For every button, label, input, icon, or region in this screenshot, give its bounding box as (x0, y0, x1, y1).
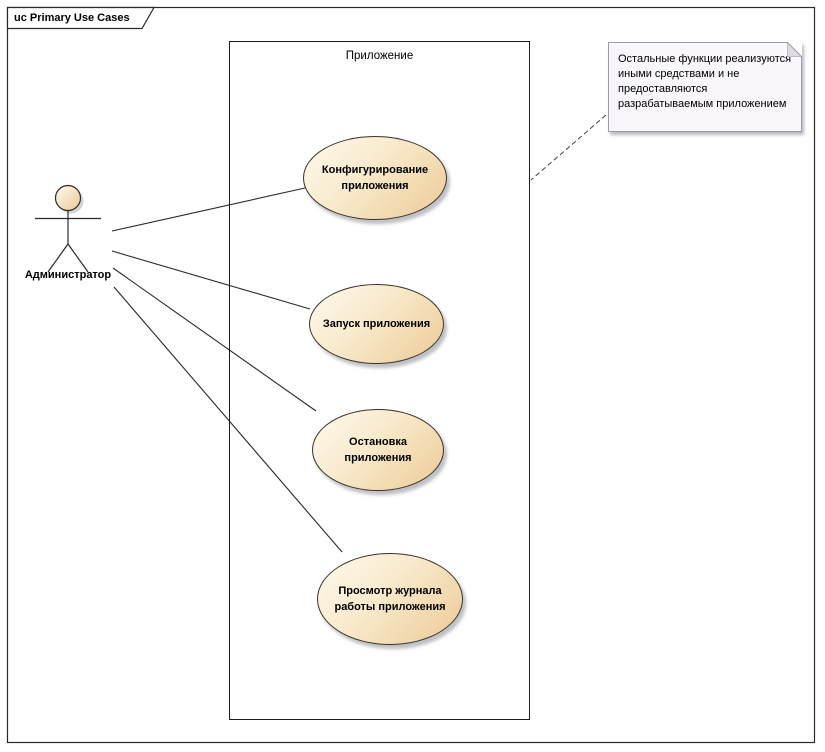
use-case-view-log[interactable]: Просмотр журнала работы приложения (317, 553, 463, 645)
association-line-stop[interactable] (112, 267, 317, 412)
association-line-view-log[interactable] (113, 286, 343, 553)
association-line-start[interactable] (111, 250, 311, 310)
use-case-label-line: работы приложения (334, 601, 446, 613)
actor-label: Администратор (24, 269, 112, 281)
use-case-label-line: приложения (341, 180, 409, 192)
actor-leg-right (67, 243, 89, 273)
note[interactable]: Остальные функции реализуются иными сред… (608, 42, 802, 132)
association-line-configure[interactable] (111, 187, 306, 232)
use-case-label-line: Конфигурирование (321, 164, 429, 176)
actor-figure[interactable] (35, 184, 101, 273)
use-case-label-line: Просмотр журнала (338, 585, 442, 597)
use-case-label-line: приложения (344, 452, 412, 464)
use-case-stop-app[interactable]: Остановка приложения (312, 409, 444, 491)
note-text-line: предоставляются (618, 83, 708, 95)
use-case-label-line: Запуск приложения (322, 318, 431, 330)
use-case-configure-app[interactable]: Конфигурирование приложения (303, 136, 447, 220)
note-text-line: иными средствами и не (618, 68, 740, 80)
frame-title: uc Primary Use Cases (14, 12, 130, 24)
use-case-start-app[interactable]: Запуск приложения (309, 284, 444, 364)
system-boundary[interactable]: Приложение (229, 41, 530, 720)
frame-tab[interactable] (6, 6, 156, 30)
note-text-line: Остальные функции реализуются (618, 53, 792, 65)
note-link-dashed-line[interactable] (530, 114, 607, 181)
actor-leg-left (47, 243, 69, 273)
frame-border (6, 6, 816, 744)
use-case-label-line: Остановка (349, 436, 407, 448)
system-boundary-label: Приложение (345, 50, 414, 62)
note-fold-icon (787, 42, 802, 57)
note-text-line: разрабатываемым приложением (618, 98, 787, 110)
actor-head (54, 184, 82, 212)
